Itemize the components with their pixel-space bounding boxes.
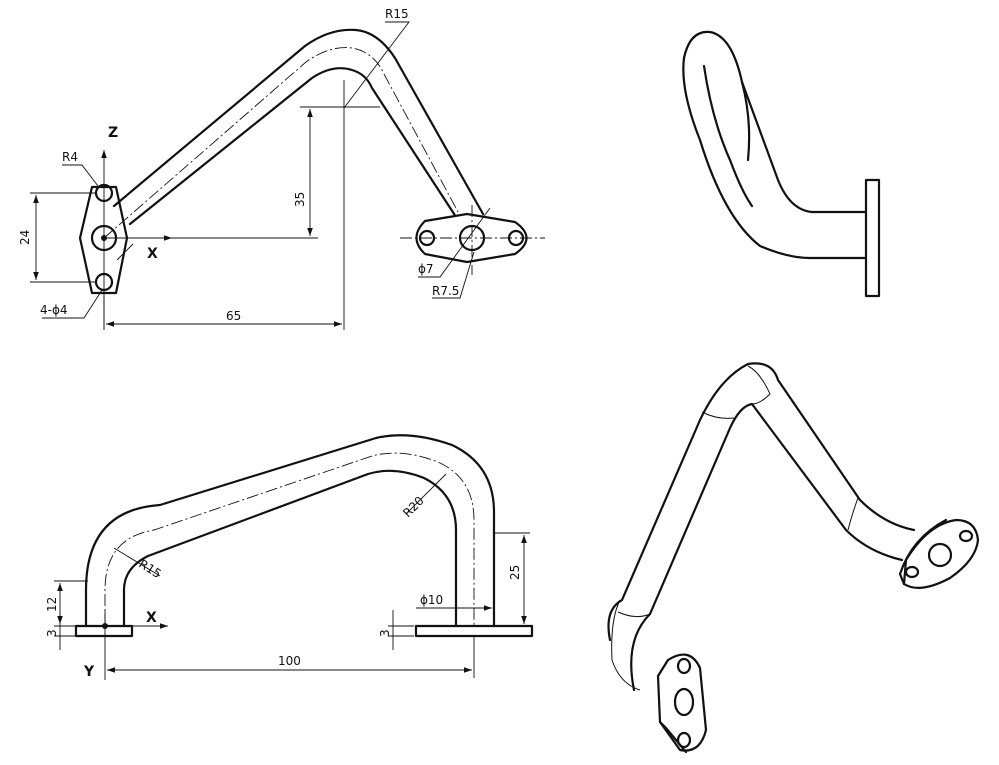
dim-65-label: 65 xyxy=(226,309,241,323)
isometric-view xyxy=(607,362,980,754)
r7-5-label: R7.5 xyxy=(432,284,459,298)
right-base-flange xyxy=(414,624,534,638)
r15-label: R15 xyxy=(136,557,163,581)
z-axis-label: Z xyxy=(108,125,118,141)
dim-100-label: 100 xyxy=(278,654,301,668)
iso-flange-bottom xyxy=(656,653,708,752)
dim-12-label: 12 xyxy=(45,597,59,612)
pipe-outer-edge xyxy=(84,434,496,628)
pipe-lower-edge xyxy=(128,67,460,226)
pipe-upper-edge xyxy=(112,28,485,216)
pipe-centerline xyxy=(103,47,473,239)
dim-24-label: 24 xyxy=(18,230,32,245)
y-axis-label-top: Y xyxy=(83,664,95,680)
phi10-label: ϕ10 xyxy=(420,593,443,607)
pipe-inner-edge xyxy=(122,469,458,628)
pipe-centerline-top xyxy=(104,452,475,626)
side-flange xyxy=(864,178,881,298)
dim-3-left-label: 3 xyxy=(45,629,59,637)
r15-top-label: R15 xyxy=(385,7,409,21)
x-axis-label: X xyxy=(147,246,158,262)
front-view: Z X R4 4-ϕ4 24 35 65 R15 ϕ7 R7.5 xyxy=(18,7,545,330)
side-view xyxy=(682,30,881,298)
dim-25-label: 25 xyxy=(508,565,522,580)
phi7-label: ϕ7 xyxy=(418,262,434,276)
dim-35-label: 35 xyxy=(293,192,307,207)
top-view: X Y 12 3 R15 R20 25 ϕ10 3 100 xyxy=(45,434,534,680)
holes-label: 4-ϕ4 xyxy=(40,303,68,317)
dim-3-right-label: 3 xyxy=(378,629,392,637)
r4-label: R4 xyxy=(62,150,78,164)
x-axis-label-top: X xyxy=(146,610,157,626)
